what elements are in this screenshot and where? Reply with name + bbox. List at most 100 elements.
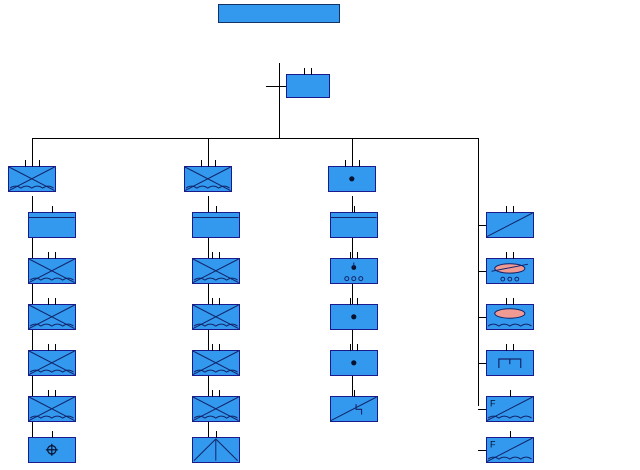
echelon-ticks-2 — [29, 298, 75, 305]
battalion-hq-icon — [286, 68, 330, 98]
division-spine — [279, 63, 280, 138]
infantry-amphibious-icon — [192, 344, 240, 376]
artillery-icon — [330, 344, 378, 376]
echelon-ticks-2 — [287, 68, 329, 75]
unit-connector-3-2 — [478, 317, 486, 318]
unit-symbol-wrap — [28, 206, 76, 238]
unit-node-c0-r4 — [28, 390, 82, 422]
unit-connector-3-0 — [478, 225, 486, 226]
echelon-ticks-1 — [487, 390, 533, 397]
echelon-ticks-2 — [193, 390, 239, 397]
assault-amphibian-icon — [486, 298, 534, 330]
headquarters-icon — [193, 216, 239, 218]
infantry-amphibious-icon — [192, 298, 240, 330]
unit-symbol-wrap — [486, 344, 534, 376]
unit-symbol-wrap — [286, 68, 330, 98]
artillery-icon — [330, 298, 378, 330]
infantry-amphibious-icon — [192, 390, 240, 422]
unit-symbol-wrap — [184, 160, 232, 192]
infantry-amphibious-icon — [28, 252, 76, 284]
infantry-amphibious-icon — [28, 390, 76, 422]
unit-symbol-wrap — [328, 160, 376, 192]
unit-node-c1-r4 — [192, 390, 246, 422]
infantry-amphibious-icon — [28, 396, 75, 422]
unit-symbol-wrap — [486, 298, 534, 330]
unit-node-c1-r2 — [192, 298, 246, 330]
signal-icon — [330, 396, 377, 422]
unit-symbol-wrap — [330, 252, 378, 284]
unit-node-c2-r1 — [330, 252, 384, 284]
unit-node-c2-r0 — [330, 206, 384, 238]
unit-node-c3-r3 — [486, 344, 540, 376]
unit-symbol-wrap — [28, 431, 76, 463]
column-drop-0 — [32, 138, 33, 166]
signal-icon — [330, 390, 378, 422]
infantry-amphibious-icon — [28, 350, 75, 376]
headquarters-icon — [28, 206, 76, 238]
unit-node-c0-r0 — [28, 206, 82, 238]
anti-tank-icon — [192, 431, 240, 463]
unit-symbol-wrap — [192, 206, 240, 238]
echelon-ticks-1 — [29, 206, 75, 213]
hq-battalion-connector — [266, 86, 286, 87]
infantry-amphibious-icon — [28, 304, 75, 330]
unit-connector-3-4 — [478, 409, 486, 410]
unit-node-c1-r0 — [192, 206, 246, 238]
unit-node-c1-r1 — [192, 252, 246, 284]
infantry-amphibious-icon — [28, 344, 76, 376]
artillery-wheeled-icon — [344, 262, 364, 282]
echelon-ticks-1 — [331, 206, 377, 213]
artillery-icon — [351, 314, 357, 320]
infantry-amphibious-icon — [192, 258, 239, 284]
infantry-amphibious-icon — [192, 350, 239, 376]
unit-node-c0-r2 — [28, 298, 82, 330]
unit-symbol-wrap — [330, 206, 378, 238]
unit-node-c0-r3 — [28, 344, 82, 376]
anti-tank-icon — [193, 438, 238, 461]
unit-symbol-wrap — [28, 344, 76, 376]
infantry-amphibious-icon — [8, 160, 56, 192]
unit-node-c3-r4: F — [486, 390, 540, 422]
column-spine-2 — [352, 196, 353, 409]
infantry-amphibious-icon — [8, 166, 55, 192]
hq-battalion-node — [286, 68, 336, 98]
reconnaissance-icon — [486, 206, 534, 238]
echelon-ticks-2 — [29, 390, 75, 397]
headquarters-icon — [330, 206, 378, 238]
echelon-ticks-2 — [193, 298, 239, 305]
force-recon-icon: F — [486, 431, 534, 463]
unit-node-c0-r5 — [28, 431, 82, 463]
unit-node-c1-r5 — [192, 431, 246, 463]
force-recon-icon: F — [486, 390, 534, 422]
unit-symbol-wrap: F — [486, 390, 534, 422]
unit-symbol-wrap — [330, 298, 378, 330]
echelon-ticks-3 — [329, 160, 375, 167]
unit-symbol-wrap — [28, 252, 76, 284]
unit-symbol-wrap — [8, 160, 56, 192]
column-drop-1 — [208, 138, 209, 166]
regiment-header-0 — [8, 160, 62, 192]
light-armored-recon-icon — [486, 252, 534, 284]
unit-symbol-wrap — [28, 298, 76, 330]
echelon-ticks-1 — [331, 390, 377, 397]
artillery-icon — [351, 360, 357, 366]
unit-symbol-wrap — [192, 344, 240, 376]
unit-connector-3-3 — [478, 363, 486, 364]
unit-node-c2-r3 — [330, 344, 384, 376]
unit-node-c1-r3 — [192, 344, 246, 376]
unit-symbol-wrap — [330, 344, 378, 376]
unit-symbol-wrap — [192, 252, 240, 284]
headquarters-icon — [331, 216, 377, 218]
infantry-amphibious-icon — [28, 258, 75, 284]
battalion-hq-icon — [287, 75, 329, 97]
unit-symbol-wrap: F — [486, 431, 534, 463]
echelon-ticks-2 — [487, 252, 533, 259]
svg-text:F: F — [490, 439, 496, 449]
unit-node-c3-r1 — [486, 252, 540, 284]
unit-symbol-wrap — [330, 390, 378, 422]
unit-node-c2-r4 — [330, 390, 384, 422]
unit-node-c0-r1 — [28, 252, 82, 284]
unit-node-c2-r2 — [330, 298, 384, 330]
infantry-amphibious-icon — [184, 166, 231, 192]
